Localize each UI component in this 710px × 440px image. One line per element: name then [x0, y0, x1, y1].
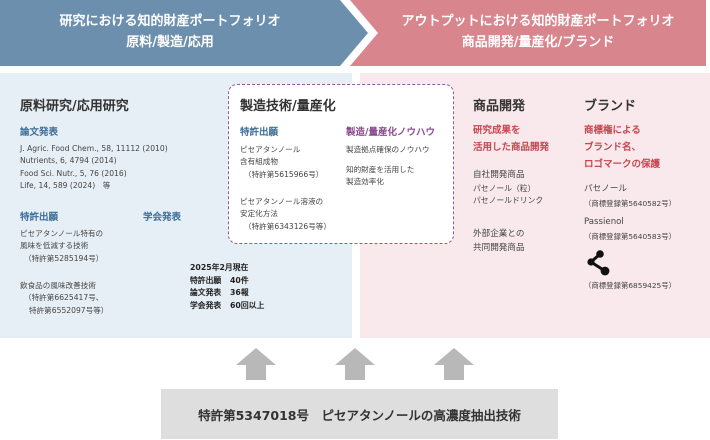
brand-item2-name: Passienol: [584, 217, 624, 227]
patent-number: （特許第5285194号）: [24, 253, 104, 263]
up-arrows: [236, 348, 474, 380]
patent-text: ピセアタンノール特有の: [20, 229, 104, 238]
product-item: パセノール（粒）: [473, 183, 536, 193]
header-chevrons: [0, 0, 706, 66]
stats-label: 論文発表: [190, 288, 222, 297]
brand-item2-reg: （商標登録第5640583号）: [584, 232, 677, 241]
knowhow-item1: 製造拠点確保のノウハウ: [346, 144, 430, 156]
molecule-logo-icon: [587, 250, 610, 276]
product-heading: 研究成果を 活用した商品開発: [473, 122, 549, 156]
patent-text: 含有組成物: [240, 157, 278, 167]
product-item: パセノールドリンク: [473, 196, 544, 205]
patent-number: （特許第5615966号）: [244, 169, 324, 179]
stats-row-patents: 特許出願 40件: [190, 275, 264, 288]
patent-text: ピセアタンノール溶液の: [240, 197, 324, 206]
patent-text: 飲食品の風味改善技術: [20, 281, 96, 290]
header-right-chevron: [350, 0, 706, 66]
papers-heading: 論文発表: [20, 127, 59, 138]
paper-item: J. Agric. Food Chem., 58, 11112 (2010): [20, 144, 168, 153]
stats-row-papers: 論文発表 36報: [190, 287, 264, 300]
stats-value: 40件: [230, 275, 249, 285]
up-arrow-icon: [434, 348, 474, 380]
manufacturing-patent-heading: 特許出願: [240, 127, 279, 138]
patent-number: （特許第6625417号、: [24, 293, 104, 303]
patent-text: 風味を低減する技術: [20, 241, 89, 251]
paper-item: Nutrients, 6, 4794 (2014): [20, 156, 117, 166]
brand-item3-reg: （商標登録第6859425号）: [584, 281, 677, 290]
header-right-line2: 商品開発/量産化/ブランド: [461, 35, 615, 50]
research-patent-heading: 特許出願: [20, 212, 59, 223]
partner-products: 外部企業との 共同開発商品: [473, 228, 525, 255]
paper-item: Life, 14, 589 (2024) 等: [20, 181, 111, 191]
product-heading-line: 研究成果を: [473, 125, 521, 136]
knowhow-text: 製造拠点確保のノウハウ: [346, 145, 430, 154]
knowhow-item2: 知的財産を活用した 製造効率化: [346, 164, 414, 189]
partner-products-line: 共同開発商品: [473, 242, 525, 253]
product-title: 商品開発: [473, 99, 526, 114]
manufacturing-title: 製造技術/量産化: [240, 99, 336, 114]
stats-label: 特許出願: [190, 275, 222, 285]
partner-products-line: 外部企業との: [473, 229, 525, 239]
header-left-text: 研究における知的財産ポートフォリオ 原料/製造/応用: [0, 11, 340, 53]
footer-bar: 特許第5347018号 ピセアタンノールの高濃度抽出技術: [161, 389, 558, 439]
knowhow-text: 製造効率化: [346, 177, 384, 187]
manufacturing-patent-item2: ピセアタンノール溶液の 安定化方法 （特許第6343126号等）: [240, 196, 331, 233]
research-patent-item1: ピセアタンノール特有の 風味を低減する技術 （特許第5285194号）: [20, 228, 103, 265]
stats-row-conferences: 学会発表 60回以上: [190, 300, 264, 313]
research-title: 原料研究/応用研究: [20, 99, 129, 114]
header-left-chevron: [0, 0, 368, 66]
conference-heading: 学会発表: [143, 212, 182, 223]
stats-block: 2025年2月現在 特許出願 40件 論文発表 36報 学会発表 60回以上: [190, 262, 264, 312]
research-patent-item2: 飲食品の風味改善技術 （特許第6625417号、 特許第6552097号等）: [20, 280, 108, 317]
paper-item: Food Sci. Nutr., 5, 76 (2016): [20, 168, 127, 178]
up-arrow-icon: [335, 348, 375, 380]
stats-value: 36報: [230, 288, 249, 297]
header-right-text: アウトプットにおける知的財産ポートフォリオ 商品開発/量産化/ブランド: [370, 11, 706, 53]
up-arrow-icon: [236, 348, 276, 380]
brand-title: ブランド: [584, 99, 637, 114]
patent-number: 特許第6552097号等）: [29, 305, 109, 315]
brand-item1-reg: （商標登録第5640582号）: [584, 199, 677, 208]
stats-date: 2025年2月現在: [190, 263, 249, 272]
product-heading-line: 活用した商品開発: [473, 142, 550, 153]
knowhow-text: 知的財産を活用した: [346, 165, 415, 174]
brand-heading-line: ロゴマークの保護: [584, 159, 661, 170]
patent-number: （特許第6343126号等）: [244, 221, 331, 231]
manufacturing-patent-item1: ピセアタンノール 含有組成物 （特許第5615966号）: [240, 144, 323, 181]
brand-heading-line: 商標権による: [584, 125, 641, 136]
stats-value: 60回以上: [230, 300, 265, 310]
patent-text: ピセアタンノール: [240, 145, 301, 154]
brand-item1-name: パセノール: [584, 184, 627, 194]
own-products: 自社開発商品 パセノール（粒） パセノールドリンク: [473, 169, 543, 208]
manufacturing-box: [228, 84, 454, 244]
header-left-line2: 原料/製造/応用: [126, 35, 214, 50]
footer-label: 特許第5347018号 ピセアタンノールの高濃度抽出技術: [198, 407, 521, 423]
patent-text: 安定化方法: [240, 209, 278, 219]
papers-list: J. Agric. Food Chem., 58, 11112 (2010) N…: [20, 143, 168, 193]
brand-heading: 商標権による ブランド名、 ロゴマークの保護: [584, 122, 660, 173]
header-right-line1: アウトプットにおける知的財産ポートフォリオ: [401, 14, 675, 29]
own-products-title: 自社開発商品: [473, 170, 525, 180]
header-left-line1: 研究における知的財産ポートフォリオ: [59, 14, 281, 29]
knowhow-heading: 製造/量産化ノウハウ: [346, 127, 435, 138]
brand-heading-line: ブランド名、: [584, 142, 642, 153]
stats-label: 学会発表: [190, 300, 222, 310]
